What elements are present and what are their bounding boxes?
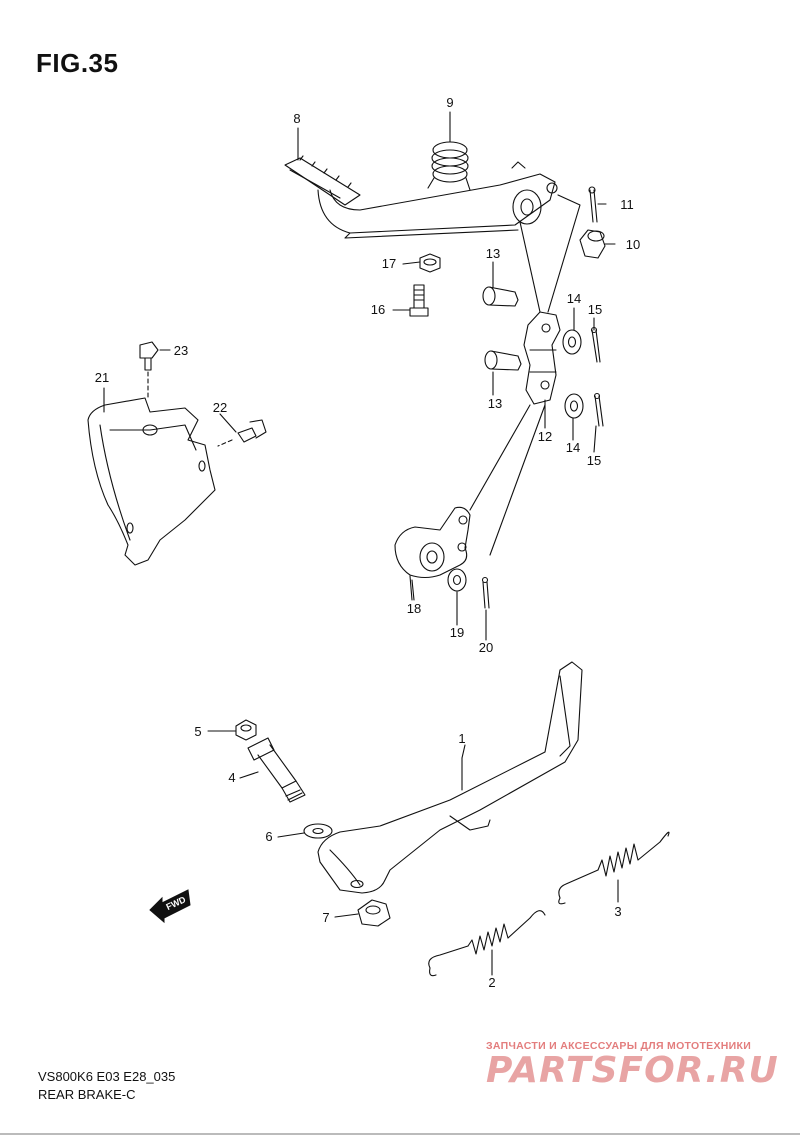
callout-16: 16 xyxy=(371,302,385,317)
callout-18: 18 xyxy=(407,601,421,616)
diagram-name: REAR BRAKE-C xyxy=(38,1087,136,1102)
callout-4: 4 xyxy=(228,770,235,785)
callout-2: 2 xyxy=(488,975,495,990)
callout-22: 22 xyxy=(213,400,227,415)
spring-3 xyxy=(558,831,670,905)
nut-17 xyxy=(419,253,441,273)
return-spring-9 xyxy=(427,141,471,191)
callout-15-lower: 15 xyxy=(587,453,601,468)
washer-19 xyxy=(447,568,467,592)
side-stand-1 xyxy=(317,661,583,894)
callout-13-upper: 13 xyxy=(486,246,500,261)
callout-14-lower: 14 xyxy=(566,440,580,455)
bolt-23 xyxy=(139,341,159,401)
callout-14-upper: 14 xyxy=(567,291,581,306)
callout-21: 21 xyxy=(95,370,109,385)
brake-arm-18 xyxy=(394,506,471,601)
watermark: ЗАПЧАСТИ И АКСЕССУАРЫ ДЛЯ МОТОТЕХНИКИ PA… xyxy=(486,1040,786,1091)
watermark-brand: PARTSFOR.RU xyxy=(486,1050,779,1091)
rod-joint-12 xyxy=(523,311,561,405)
callout-19: 19 xyxy=(450,625,464,640)
cotter-pin-20 xyxy=(481,576,490,609)
nut-7 xyxy=(357,899,391,927)
clevis-pin-13-lower xyxy=(484,350,522,371)
callout-12: 12 xyxy=(538,429,552,444)
callout-6: 6 xyxy=(265,829,272,844)
callout-10: 10 xyxy=(626,237,640,252)
washer-6 xyxy=(303,823,333,839)
callout-9: 9 xyxy=(446,95,453,110)
callout-13-lower: 13 xyxy=(488,396,502,411)
washer-14-upper xyxy=(562,329,582,355)
callout-20: 20 xyxy=(479,640,493,655)
cap-10 xyxy=(579,229,606,259)
callout-3: 3 xyxy=(614,904,621,919)
washer-14-lower xyxy=(564,393,584,419)
bottom-border xyxy=(0,1133,800,1135)
spring-2 xyxy=(428,910,546,977)
cotter-pin-15-upper xyxy=(590,326,601,363)
callout-5: 5 xyxy=(194,724,201,739)
forward-direction-arrow: FWD xyxy=(149,889,191,924)
brake-pedal-part xyxy=(284,155,558,239)
cotter-pin-11 xyxy=(588,186,598,223)
callout-11: 11 xyxy=(620,197,634,212)
guard-21 xyxy=(87,397,216,566)
callout-23: 23 xyxy=(174,343,188,358)
clevis-pin-13-upper xyxy=(482,286,519,307)
nut-5 xyxy=(235,719,257,741)
cotter-pin-15-lower xyxy=(593,392,604,427)
callout-7: 7 xyxy=(322,910,329,925)
callout-15-upper: 15 xyxy=(588,302,602,317)
bolt-16 xyxy=(409,284,429,317)
callout-1: 1 xyxy=(458,731,465,746)
figure-title: FIG.35 xyxy=(36,48,119,78)
diagram-code: VS800K6 E03 E28_035 xyxy=(38,1069,176,1084)
bolt-22 xyxy=(217,419,267,447)
callout-8: 8 xyxy=(293,111,300,126)
callout-17: 17 xyxy=(382,256,396,271)
watermark-tagline: ЗАПЧАСТИ И АКСЕССУАРЫ ДЛЯ МОТОТЕХНИКИ xyxy=(486,1040,752,1052)
pivot-bolt-4 xyxy=(247,737,306,803)
